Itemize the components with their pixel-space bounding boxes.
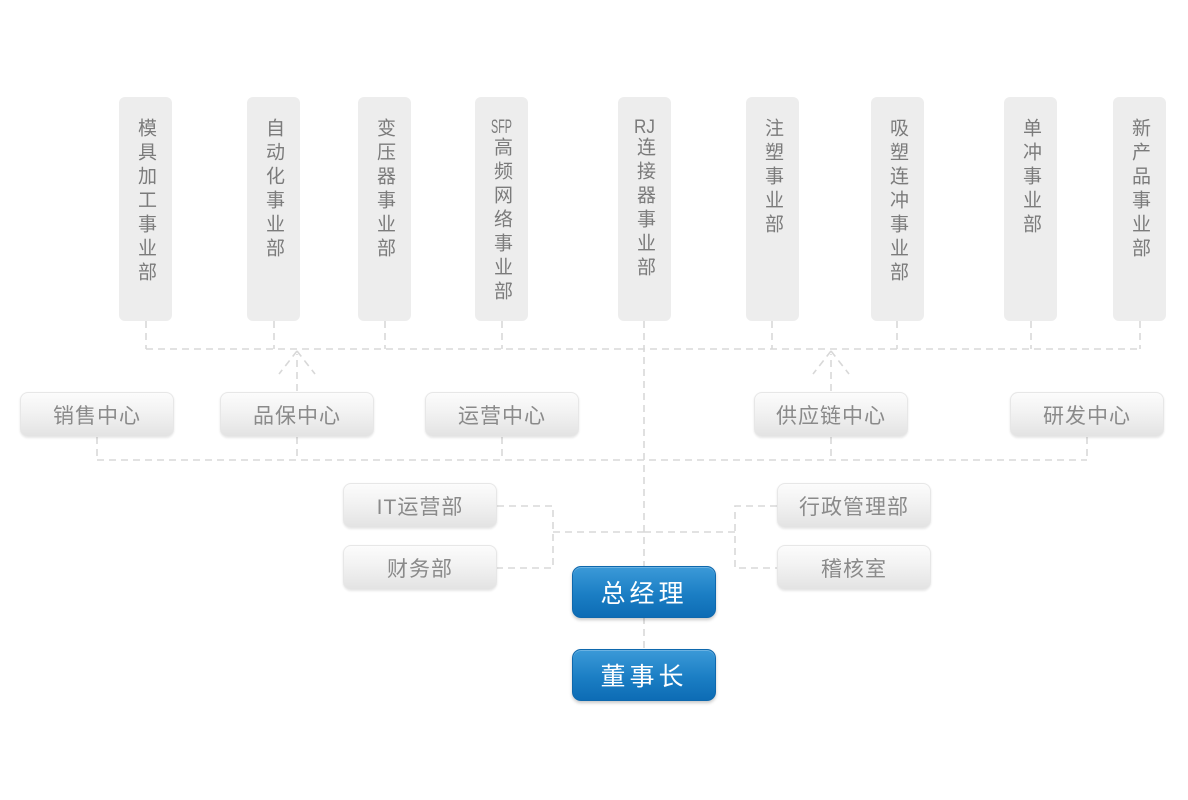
up-arrow-quality <box>278 350 316 391</box>
division-label-cjk: 高频网络事业部 <box>491 137 512 305</box>
division-label: 变压器事业部 <box>374 118 395 262</box>
center-quality: 品保中心 <box>220 392 374 437</box>
dept-finance: 财务部 <box>343 545 497 590</box>
center-operations: 运营中心 <box>425 392 579 437</box>
center-label: 研发中心 <box>1043 404 1131 428</box>
division-stems <box>145 321 1141 349</box>
division-blister-stamping: 吸塑连冲事业部 <box>871 97 924 321</box>
division-label-cjk: 变压器事业部 <box>374 118 395 262</box>
division-label-cjk: 连接器事业部 <box>634 137 655 281</box>
division-label-cjk: 单冲事业部 <box>1020 118 1041 238</box>
center-supply-chain: 供应链中心 <box>754 392 908 437</box>
division-new-product: 新产品事业部 <box>1113 97 1166 321</box>
division-automation: 自动化事业部 <box>247 97 300 321</box>
division-label-cjk: 模具加工事业部 <box>135 118 156 286</box>
center-sales: 销售中心 <box>20 392 174 437</box>
division-label-cjk: 新产品事业部 <box>1129 118 1150 262</box>
general-manager-label: 总经理 <box>600 580 688 608</box>
division-label: 模具加工事业部 <box>135 118 156 286</box>
center-label: 运营中心 <box>458 404 546 428</box>
division-sfp-hf-network: SFP高频网络事业部 <box>475 97 528 321</box>
division-single-punch: 单冲事业部 <box>1004 97 1057 321</box>
dept-admin-management: 行政管理部 <box>777 483 931 528</box>
up-arrow-supply-chain <box>812 350 850 391</box>
dept-finance-label: 财务部 <box>387 557 453 581</box>
left-dept-bracket <box>497 505 644 569</box>
division-label-cjk: 自动化事业部 <box>263 118 284 262</box>
center-stems <box>96 437 1088 460</box>
right-dept-bracket <box>644 505 777 569</box>
division-label: 吸塑连冲事业部 <box>887 118 908 286</box>
center-rnd: 研发中心 <box>1010 392 1164 437</box>
division-label: 注塑事业部 <box>762 118 783 238</box>
division-label: 新产品事业部 <box>1129 118 1150 262</box>
division-label: RJ连接器事业部 <box>634 118 655 281</box>
division-label: 自动化事业部 <box>263 118 284 262</box>
division-label: SFP高频网络事业部 <box>491 118 512 305</box>
general-manager-node: 总经理 <box>572 566 716 618</box>
division-transformer: 变压器事业部 <box>358 97 411 321</box>
dept-it-operations: IT运营部 <box>343 483 497 528</box>
division-label-latin: SFP <box>491 118 512 137</box>
dept-audit-office-label: 稽核室 <box>821 557 887 581</box>
center-label: 销售中心 <box>53 404 141 428</box>
chairman-node: 董事长 <box>572 649 716 701</box>
division-label-latin: RJ <box>634 118 655 137</box>
center-label: 品保中心 <box>253 404 341 428</box>
dept-admin-management-label: 行政管理部 <box>799 495 909 519</box>
center-label: 供应链中心 <box>776 404 886 428</box>
chairman-label: 董事长 <box>600 663 688 691</box>
dept-it-operations-label: IT运营部 <box>376 495 464 519</box>
division-injection-molding: 注塑事业部 <box>746 97 799 321</box>
division-mold-machining: 模具加工事业部 <box>119 97 172 321</box>
division-label-cjk: 注塑事业部 <box>762 118 783 238</box>
division-label: 单冲事业部 <box>1020 118 1041 238</box>
division-rj-connector: RJ连接器事业部 <box>618 97 671 321</box>
division-label-cjk: 吸塑连冲事业部 <box>887 118 908 286</box>
dept-audit-office: 稽核室 <box>777 545 931 590</box>
